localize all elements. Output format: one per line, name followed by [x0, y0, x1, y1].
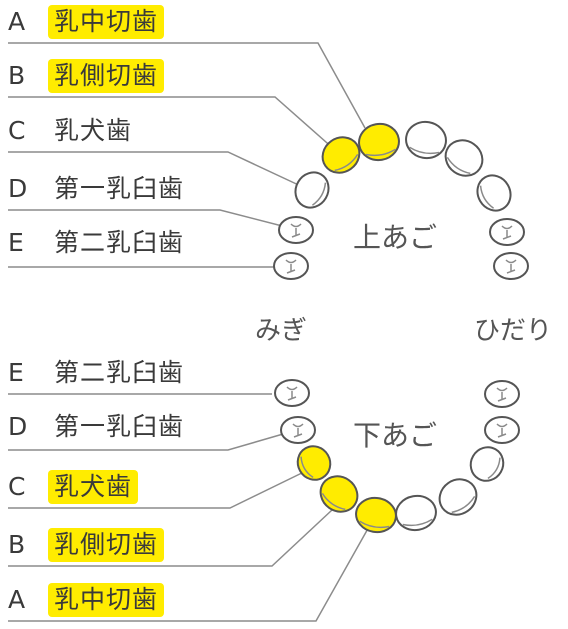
- label-name: 第一乳臼歯: [54, 174, 185, 203]
- upper-label-a: A 乳中切歯: [8, 5, 165, 39]
- label-name: 第一乳臼歯: [54, 412, 185, 441]
- left-side-label: ひだり: [474, 316, 553, 346]
- lower-label-e: E 第二乳臼歯: [8, 356, 190, 390]
- label-letter: E: [8, 358, 24, 387]
- lower-jaw-label: 下あご: [353, 419, 438, 452]
- upper-left-canine: [476, 174, 512, 212]
- lower-left-first-molar: [484, 416, 520, 444]
- label-letter: C: [8, 116, 26, 145]
- lower-right-second-molar: [274, 379, 310, 407]
- lower-label-b: B 乳側切歯: [8, 528, 165, 562]
- label-name: 第二乳臼歯: [54, 228, 185, 257]
- upper-label-e: E 第二乳臼歯: [8, 226, 190, 260]
- lower-right-lateral-incisor: [319, 475, 359, 513]
- label-name: 乳中切歯: [48, 5, 165, 39]
- upper-label-d: D 第一乳臼歯: [8, 172, 190, 206]
- leader-line-upper-d: [8, 209, 291, 229]
- upper-jaw-label: 上あご: [353, 221, 438, 254]
- leader-lines: [8, 42, 371, 622]
- upper-right-second-molar: [273, 252, 309, 280]
- label-letter: C: [8, 472, 26, 501]
- upper-left-second-molar: [493, 252, 529, 280]
- label-letter: D: [8, 174, 28, 203]
- upper-left-lateral-incisor: [444, 139, 484, 177]
- label-name: 第二乳臼歯: [54, 358, 185, 387]
- lower-right-central-incisor: [355, 496, 397, 534]
- label-name: 乳中切歯: [48, 583, 165, 617]
- lower-left-canine: [469, 446, 505, 482]
- upper-right-first-molar: [278, 216, 314, 244]
- label-letter: E: [8, 228, 24, 257]
- label-letter: A: [8, 7, 26, 36]
- leader-line-lower-a: [8, 524, 371, 622]
- lower-label-a: A 乳中切歯: [8, 583, 165, 617]
- label-name: 乳犬歯: [54, 116, 133, 145]
- label-letter: B: [8, 530, 26, 559]
- leader-line-upper-c: [8, 151, 306, 189]
- right-side-label: みぎ: [255, 316, 308, 346]
- leader-line-lower-d: [8, 431, 291, 451]
- upper-left-first-molar: [489, 218, 525, 246]
- upper-left-central-incisor: [405, 120, 447, 160]
- label-name: 乳側切歯: [48, 528, 165, 562]
- leader-line-lower-b: [8, 509, 333, 567]
- lower-left-lateral-incisor: [438, 478, 478, 516]
- upper-label-c: C 乳犬歯: [8, 114, 138, 148]
- leader-line-upper-b: [8, 96, 336, 151]
- upper-right-canine: [294, 171, 330, 209]
- label-letter: B: [8, 61, 26, 90]
- label-name: 乳犬歯: [48, 470, 139, 504]
- upper-right-central-incisor: [358, 122, 400, 162]
- label-name: 乳側切歯: [48, 59, 165, 93]
- upper-right-lateral-incisor: [321, 136, 361, 174]
- leader-line-upper-a: [8, 42, 366, 129]
- lower-left-second-molar: [484, 380, 520, 408]
- upper-label-b: B 乳側切歯: [8, 59, 165, 93]
- leader-line-lower-c: [8, 469, 309, 509]
- lower-left-central-incisor: [395, 494, 437, 532]
- teeth: [273, 120, 529, 534]
- lower-right-canine: [296, 445, 332, 481]
- lower-label-c: C 乳犬歯: [8, 470, 139, 504]
- lower-right-first-molar: [280, 416, 316, 444]
- lower-label-d: D 第一乳臼歯: [8, 410, 190, 444]
- label-letter: D: [8, 412, 28, 441]
- label-letter: A: [8, 585, 26, 614]
